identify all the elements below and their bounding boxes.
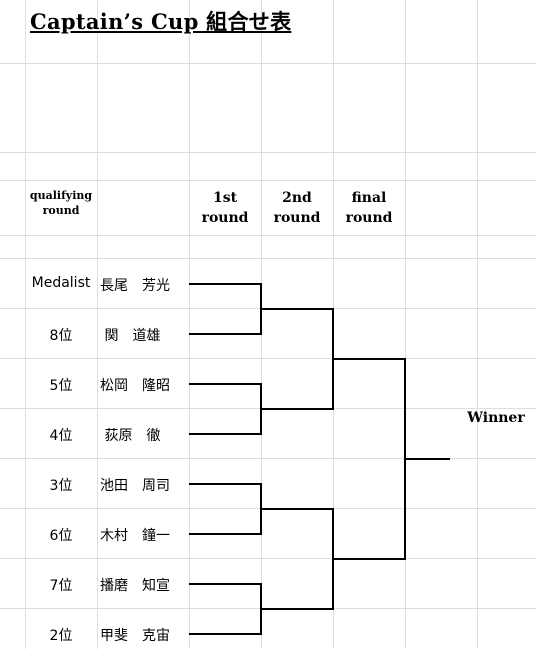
entry-rank: 2位: [49, 628, 73, 644]
grid-row-line: [0, 458, 536, 459]
entry-rank: 3位: [49, 478, 73, 494]
entry-player: 関 道雄: [100, 328, 161, 344]
entry-rank: 5位: [49, 378, 73, 394]
grid-column-line: [405, 0, 406, 649]
grid-row-line: [0, 63, 536, 64]
entry-player: 荻原 徹: [100, 428, 161, 444]
qualifying-round-header: qualifying round: [26, 188, 96, 218]
grid-row-line: [0, 558, 536, 559]
bracket-match-line: [189, 283, 262, 335]
header-line: final: [351, 190, 387, 206]
header-line: round: [273, 210, 321, 226]
second-round-header: 2nd round: [262, 188, 332, 228]
bracket-match-line: [189, 383, 262, 435]
grid-row-line: [0, 180, 536, 181]
entry-player: 松岡 隆昭: [100, 378, 170, 394]
entry-rank: 4位: [49, 428, 73, 444]
entry-rank: 6位: [49, 528, 73, 544]
header-line: 1st: [212, 190, 238, 206]
entry-rank: 7位: [49, 578, 73, 594]
entry-player: 甲斐 克宙: [100, 628, 170, 644]
grid-row-line: [0, 235, 536, 236]
bracket-match-line: [261, 508, 334, 610]
grid-column-line: [477, 0, 478, 649]
bracket-match-line: [333, 358, 406, 560]
header-line: round: [201, 210, 249, 226]
grid-row-line: [0, 258, 536, 259]
header-line: qualifying: [29, 189, 93, 202]
grid-row-line: [0, 358, 536, 359]
page-title: Captain’s Cup 組合せ表: [30, 9, 292, 34]
grid-column-line: [25, 0, 26, 649]
bracket-match-line: [189, 483, 262, 535]
grid-column-line: [189, 0, 190, 649]
grid-row-line: [0, 152, 536, 153]
bracket-match-line: [261, 308, 334, 410]
final-round-header: final round: [334, 188, 404, 228]
grid-column-line: [97, 0, 98, 649]
header-line: round: [345, 210, 393, 226]
entry-rank: 8位: [49, 328, 73, 344]
header-line: 2nd: [282, 190, 312, 206]
entry-rank: Medalist: [31, 275, 91, 291]
entry-player: 播磨 知宣: [100, 578, 170, 594]
entry-player: 長尾 芳光: [100, 278, 170, 294]
first-round-header: 1st round: [190, 188, 260, 228]
header-line: round: [42, 204, 80, 217]
winner-label: Winner: [467, 410, 525, 426]
entry-player: 池田 周司: [100, 478, 170, 494]
entry-player: 木村 鐘一: [100, 528, 170, 544]
bracket-match-line: [189, 583, 262, 635]
